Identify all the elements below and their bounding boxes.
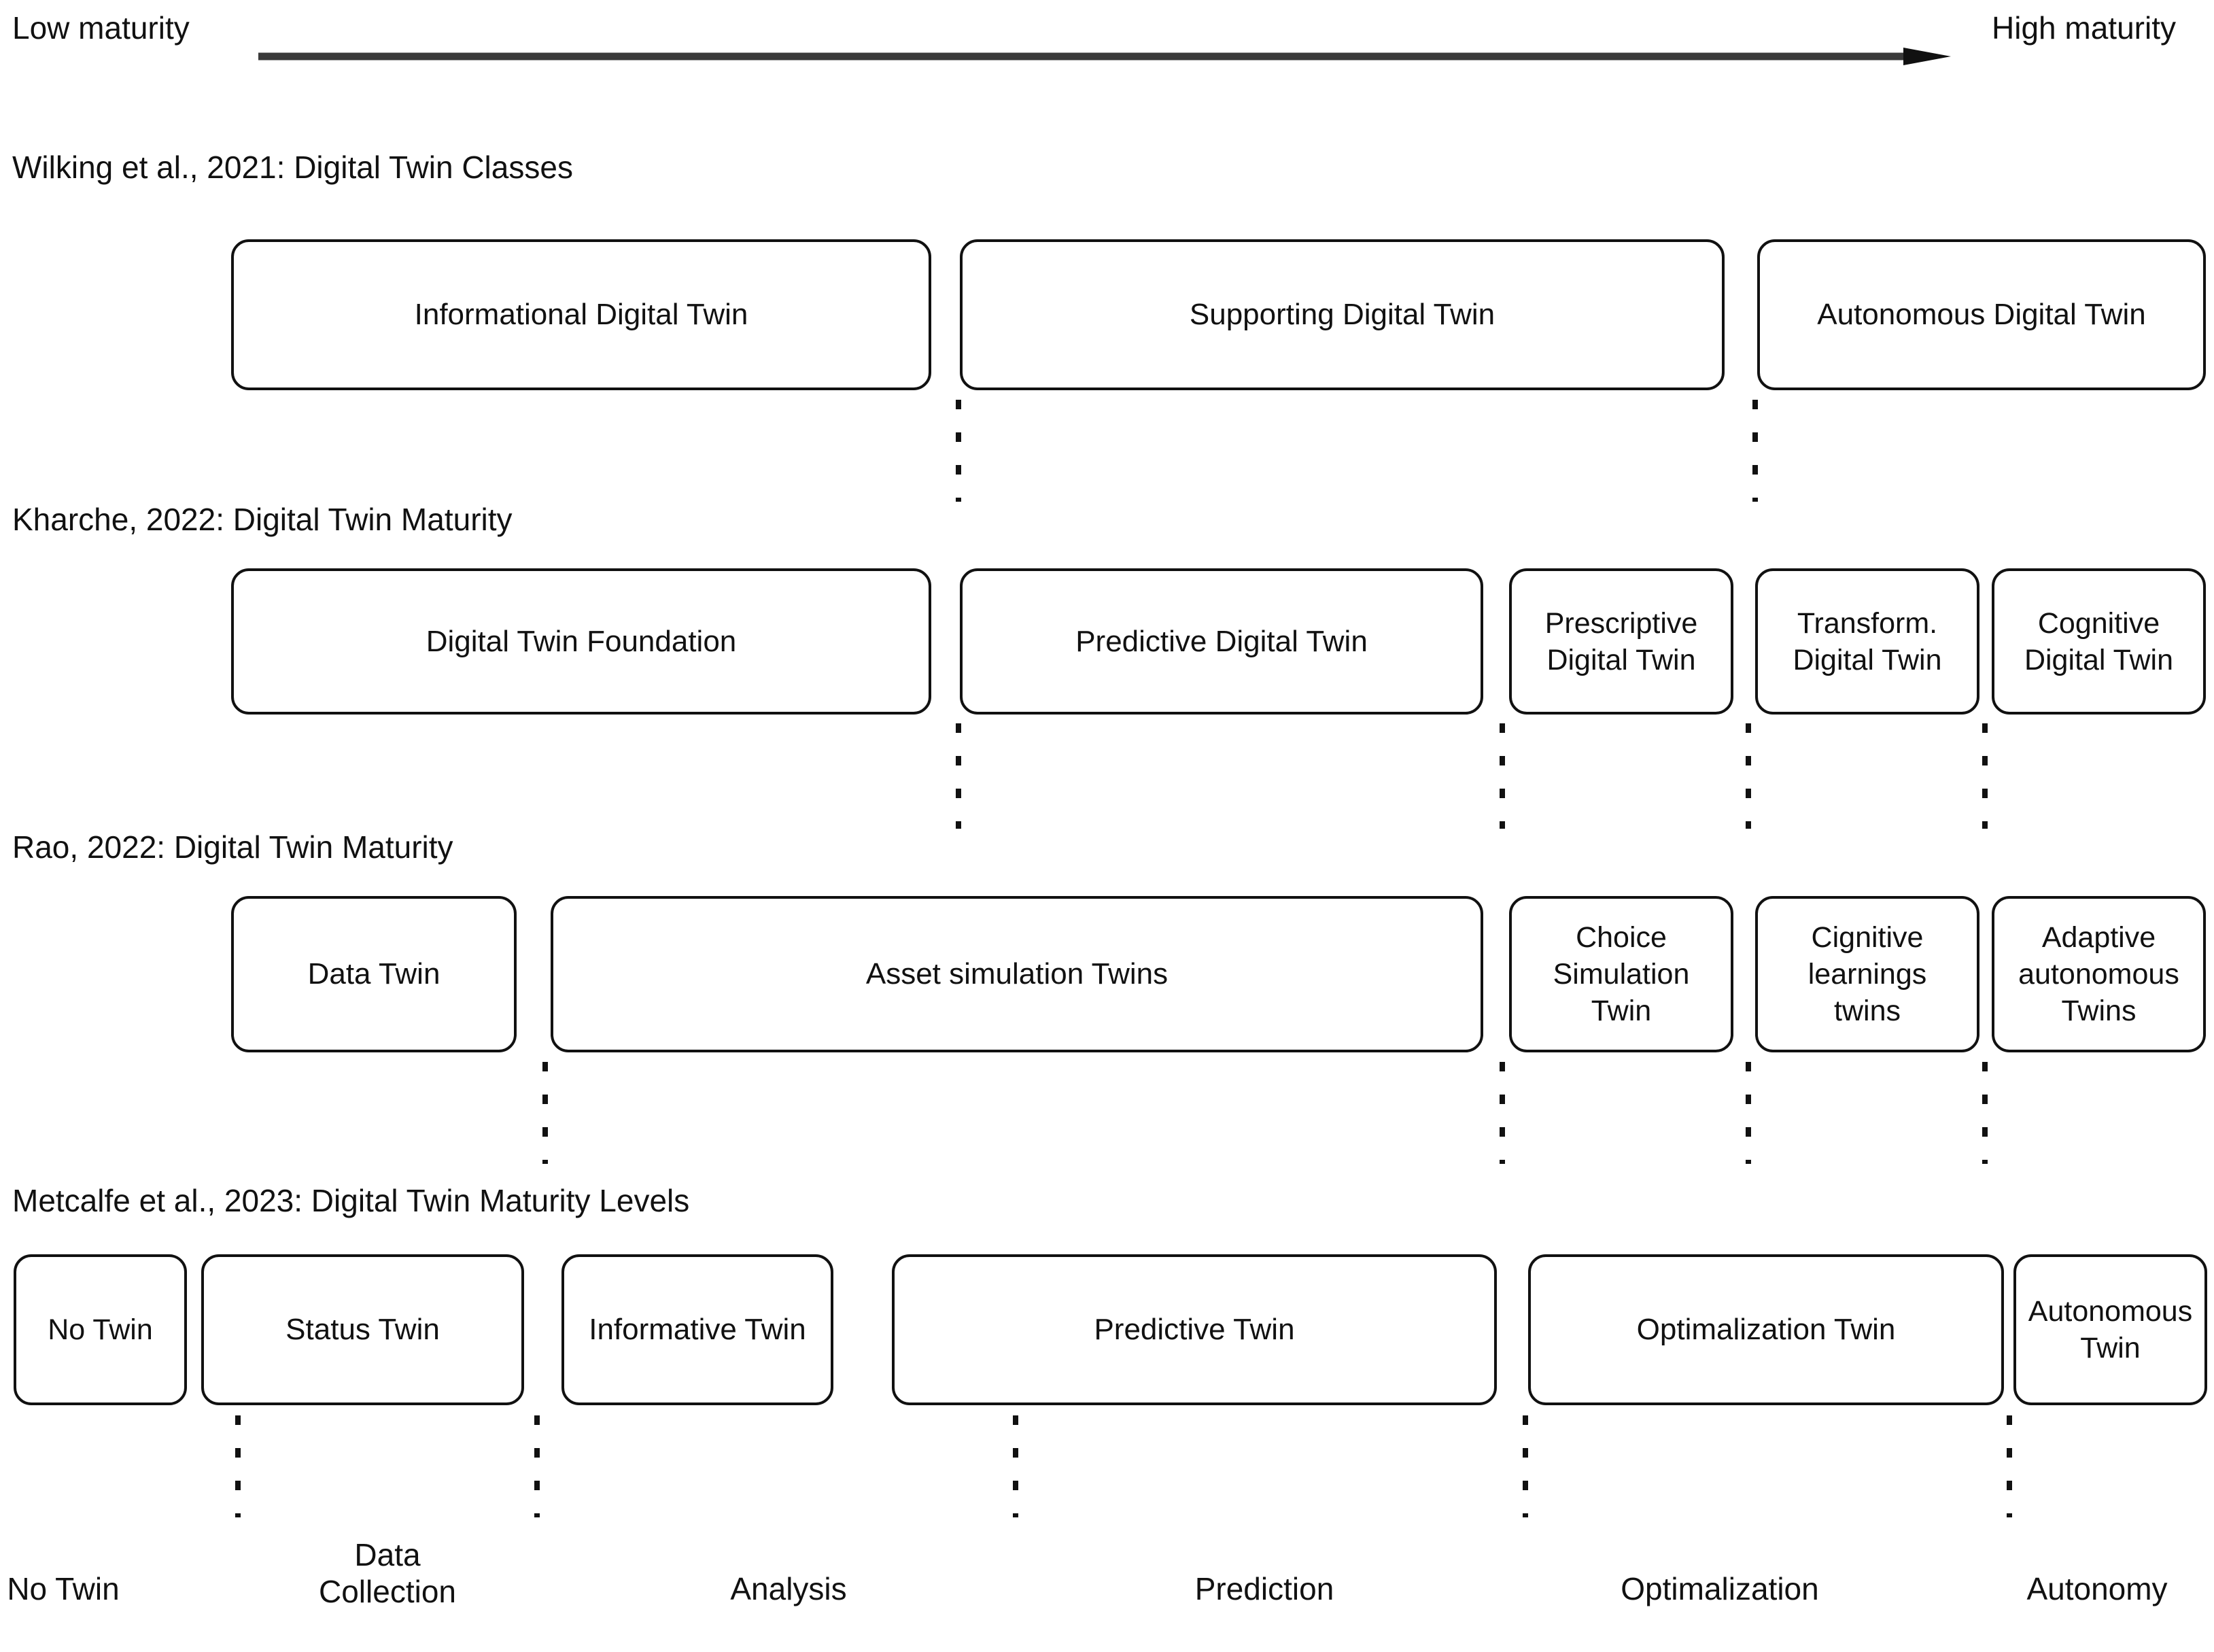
connector-r2-r3-d	[1982, 723, 1988, 829]
box-data-twin[interactable]: Data Twin	[231, 896, 517, 1052]
connector-r4-scale-d	[1523, 1415, 1528, 1517]
connector-r3-r4-c	[1746, 1062, 1751, 1164]
box-autonomous-digital-twin[interactable]: Autonomous Digital Twin	[1757, 239, 2206, 390]
connector-r3-r4-b	[1500, 1062, 1505, 1164]
box-informational-digital-twin[interactable]: Informational Digital Twin	[231, 239, 931, 390]
scale-label-no-twin: No Twin	[7, 1571, 120, 1606]
row-title-wilking: Wilking et al., 2021: Digital Twin Class…	[12, 150, 573, 185]
box-autonomous-twin[interactable]: Autonomous Twin	[2013, 1254, 2207, 1405]
scale-label-analysis: Analysis	[730, 1571, 847, 1606]
connector-r2-r3-c	[1746, 723, 1751, 829]
connector-r3-r4-a	[542, 1062, 548, 1164]
box-status-twin[interactable]: Status Twin	[201, 1254, 524, 1405]
connector-r1-r2-a	[956, 400, 961, 502]
row-title-metcalfe: Metcalfe et al., 2023: Digital Twin Matu…	[12, 1183, 690, 1218]
axis-low-maturity-label: Low maturity	[12, 10, 190, 46]
scale-label-data-collection: Data Collection	[319, 1537, 456, 1609]
axis-high-maturity-label: High maturity	[1992, 10, 2176, 46]
box-adaptive-autonomous-twins[interactable]: Adaptive autonomous Twins	[1992, 896, 2206, 1052]
box-prescriptive-digital-twin[interactable]: Prescriptive Digital Twin	[1509, 568, 1733, 715]
connector-r4-scale-b	[534, 1415, 540, 1517]
box-cognitive-digital-twin[interactable]: Cognitive Digital Twin	[1992, 568, 2206, 715]
connector-r2-r3-b	[1500, 723, 1505, 829]
connector-r1-r2-b	[1752, 400, 1758, 502]
box-no-twin[interactable]: No Twin	[14, 1254, 187, 1405]
connector-r4-scale-a	[235, 1415, 241, 1517]
box-choice-simulation-twin[interactable]: Choice Simulation Twin	[1509, 896, 1733, 1052]
box-informative-twin[interactable]: Informative Twin	[561, 1254, 833, 1405]
connector-r3-r4-d	[1982, 1062, 1988, 1164]
connector-r4-scale-e	[2007, 1415, 2012, 1517]
box-asset-simulation-twins[interactable]: Asset simulation Twins	[551, 896, 1483, 1052]
connector-r4-scale-c	[1013, 1415, 1018, 1517]
row-title-kharche: Kharche, 2022: Digital Twin Maturity	[12, 502, 513, 537]
row-title-rao: Rao, 2022: Digital Twin Maturity	[12, 829, 453, 865]
right-arrow-icon	[258, 48, 1951, 65]
box-predictive-twin[interactable]: Predictive Twin	[892, 1254, 1497, 1405]
box-digital-twin-foundation[interactable]: Digital Twin Foundation	[231, 568, 931, 715]
box-transform-digital-twin[interactable]: Transform. Digital Twin	[1755, 568, 1979, 715]
box-optimalization-twin[interactable]: Optimalization Twin	[1528, 1254, 2004, 1405]
scale-label-prediction: Prediction	[1194, 1571, 1334, 1606]
box-cignitive-learnings-twins[interactable]: Cignitive learnings twins	[1755, 896, 1979, 1052]
scale-label-optimalization: Optimalization	[1621, 1571, 1819, 1606]
box-predictive-digital-twin[interactable]: Predictive Digital Twin	[960, 568, 1483, 715]
scale-label-autonomy: Autonomy	[2026, 1571, 2168, 1606]
box-supporting-digital-twin[interactable]: Supporting Digital Twin	[960, 239, 1725, 390]
connector-r2-r3-a	[956, 723, 961, 829]
